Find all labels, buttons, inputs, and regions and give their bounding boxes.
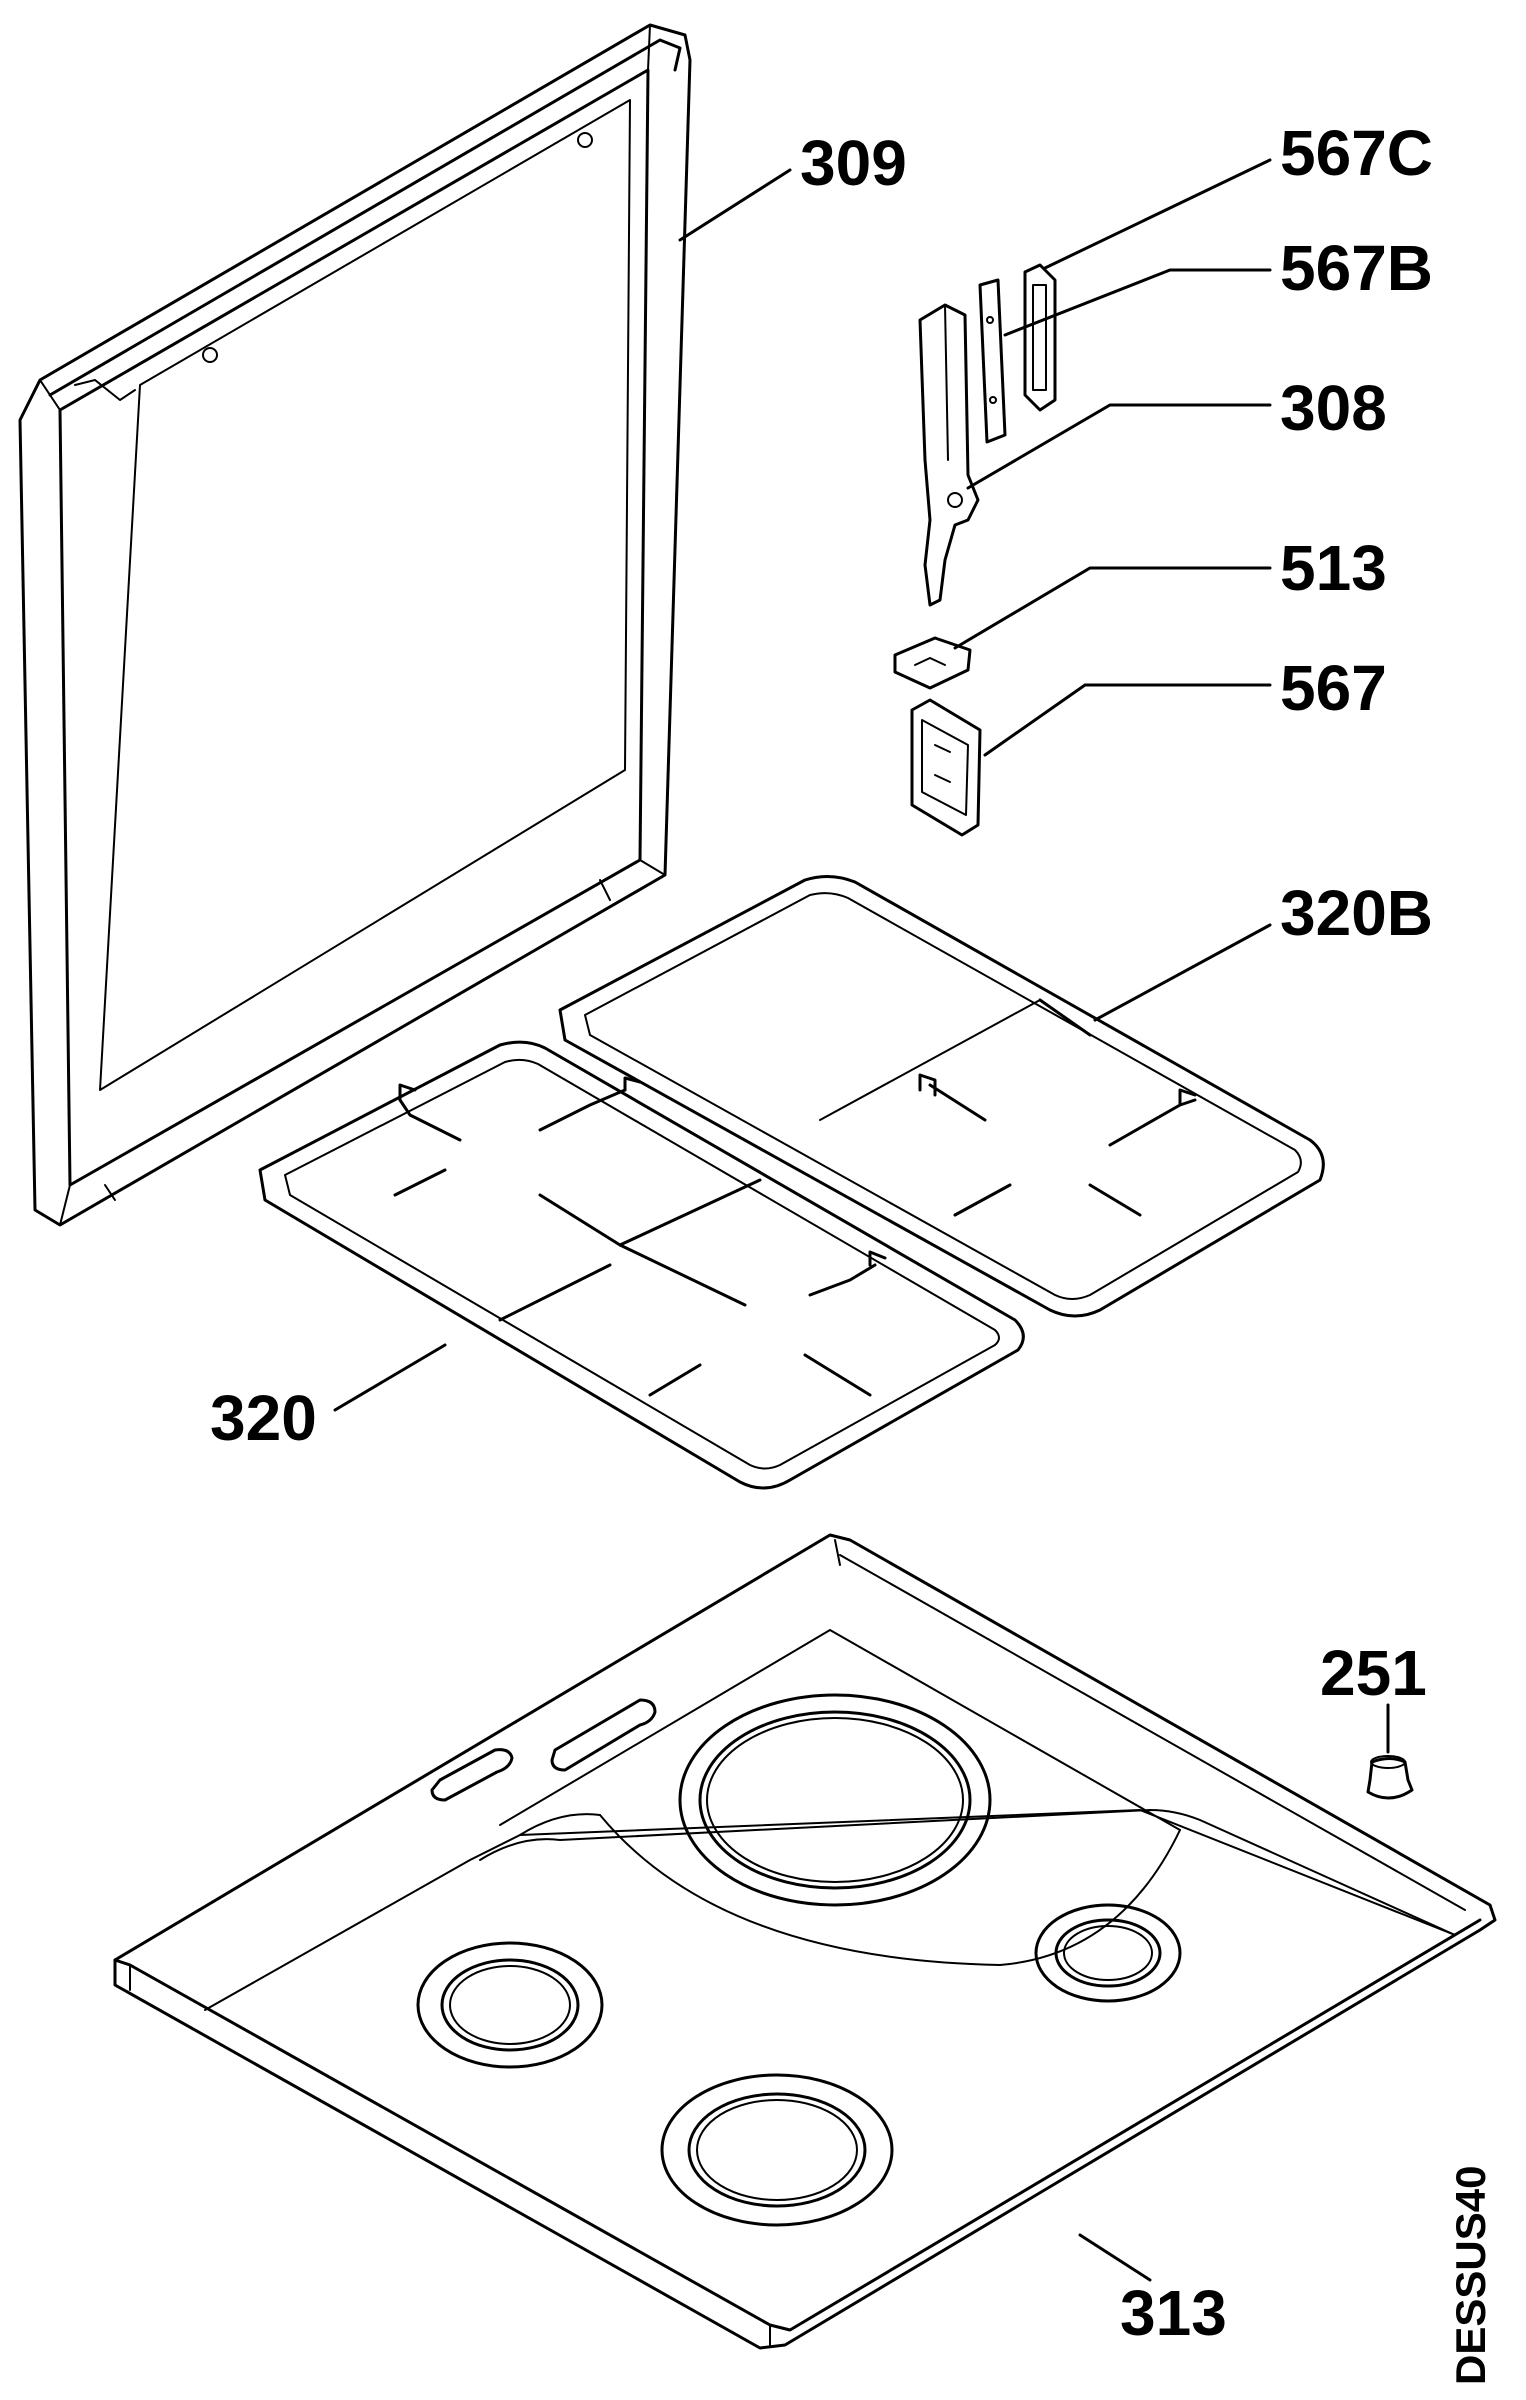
label-251: 251 xyxy=(1320,1637,1427,1709)
part-513-clip xyxy=(893,636,972,690)
label-320B: 320B xyxy=(1280,877,1433,949)
label-308: 308 xyxy=(1280,372,1387,444)
part-251-foot xyxy=(1366,1755,1414,1800)
label-567: 567 xyxy=(1280,652,1387,724)
part-308-hinge xyxy=(918,303,980,607)
part-320-grid xyxy=(258,1040,1025,1490)
part-320B-grid xyxy=(558,875,1325,1318)
label-567C: 567C xyxy=(1280,117,1433,189)
drawing-code: DESSUS40 xyxy=(1447,2166,1494,2385)
label-567B: 567B xyxy=(1280,232,1433,304)
label-320: 320 xyxy=(210,1382,317,1454)
part-309-lid xyxy=(18,23,692,1227)
part-313-hob-top xyxy=(113,1533,1497,2350)
label-313: 313 xyxy=(1120,2277,1227,2349)
part-567-plate xyxy=(910,698,982,837)
part-567C xyxy=(1023,263,1057,412)
label-513: 513 xyxy=(1280,532,1387,604)
part-567B xyxy=(978,278,1007,444)
label-309: 309 xyxy=(800,127,907,199)
leader-lines xyxy=(333,158,1390,2282)
